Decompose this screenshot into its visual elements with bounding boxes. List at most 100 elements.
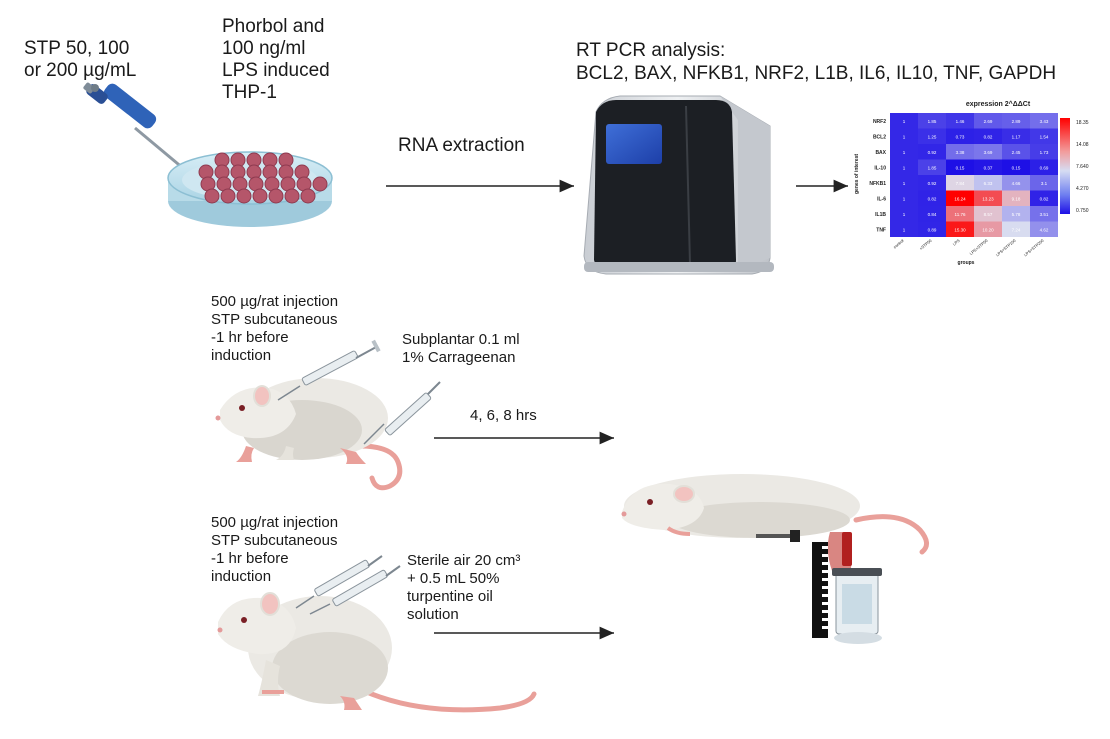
heatmap-cell bbox=[1002, 206, 1030, 222]
heatmap-cell bbox=[1030, 175, 1058, 191]
heatmap-value: 1 bbox=[903, 181, 906, 186]
heatmap-value: 13.23 bbox=[982, 196, 994, 201]
colorbar-tick-label: 18.35 bbox=[1076, 120, 1089, 126]
heatmap-value: 1 bbox=[903, 119, 906, 124]
ruler-tick bbox=[822, 594, 828, 597]
heatmap-col-label: control bbox=[892, 238, 904, 250]
heatmap-cell bbox=[918, 144, 946, 160]
heatmap-value: 1 bbox=[903, 227, 906, 232]
heatmap-value: 9.18 bbox=[1012, 196, 1021, 201]
heatmap-cell bbox=[1002, 128, 1030, 144]
heatmap-value: 0.82 bbox=[984, 134, 993, 139]
ruler-tick bbox=[822, 546, 828, 549]
heatmap-cell bbox=[890, 206, 918, 222]
heatmap-cell bbox=[946, 221, 974, 237]
heatmap-cell bbox=[890, 128, 918, 144]
heatmap-cell bbox=[946, 144, 974, 160]
heatmap-cell bbox=[946, 206, 974, 222]
heatmap-cell bbox=[974, 113, 1002, 129]
heatmap-cell bbox=[890, 113, 918, 129]
ruler-tick bbox=[822, 618, 828, 621]
heatmap-cell bbox=[974, 159, 1002, 175]
heatmap-value: 2.69 bbox=[984, 119, 993, 124]
colorbar-tick-label: 7.640 bbox=[1076, 164, 1089, 170]
heatmap-row-label: TNF bbox=[876, 227, 886, 233]
heatmap-cell bbox=[918, 206, 946, 222]
heatmap-value: 0.82 bbox=[1040, 196, 1049, 201]
carrageenan-induction-label: Subplantar 0.1 ml 1% Carrageenan bbox=[402, 331, 520, 366]
ruler-tick bbox=[822, 554, 828, 557]
cell-icon bbox=[204, 188, 220, 204]
time-points-label: 4, 6, 8 hrs bbox=[470, 407, 537, 424]
heatmap-row-label: NRF2 bbox=[873, 119, 886, 125]
heatmap-value: 1.46 bbox=[956, 119, 965, 124]
heatmap-value: 0.84 bbox=[928, 212, 937, 217]
heatmap-value: 16.24 bbox=[954, 196, 966, 201]
heatmap-cell bbox=[1002, 175, 1030, 191]
ruler-tick bbox=[822, 586, 828, 589]
heatmap-value: 1.17 bbox=[1012, 134, 1021, 139]
heatmap-cell bbox=[974, 144, 1002, 160]
heatmap-value: 0.15 bbox=[956, 165, 965, 170]
heatmap-cell bbox=[1030, 113, 1058, 129]
heatmap-value: 7.24 bbox=[1012, 227, 1021, 232]
heatmap-cell bbox=[1002, 159, 1030, 175]
thp1-induction-label: Phorbol and 100 ng/ml LPS induced THP-1 bbox=[222, 16, 330, 103]
ruler-tick bbox=[822, 610, 828, 613]
heatmap-cell bbox=[946, 113, 974, 129]
cell-icon bbox=[220, 188, 236, 204]
thp1-cells bbox=[198, 152, 328, 204]
heatmap-xlabel: groups bbox=[958, 260, 975, 266]
heatmap-cell bbox=[974, 128, 1002, 144]
colorbar-tick-label: 0.750 bbox=[1076, 208, 1089, 214]
heatmap-value: 7.84 bbox=[956, 181, 965, 186]
heatmap-cell bbox=[946, 175, 974, 191]
heatmap-cell bbox=[974, 190, 1002, 206]
pipette-icon bbox=[83, 82, 197, 181]
rat-carrageenan-icon bbox=[215, 378, 403, 491]
rtpcr-genes: BCL2, BAX, NFKB1, NRF2, L1B, IL6, IL10, … bbox=[576, 63, 1057, 84]
heatmap-value: 1 bbox=[903, 134, 906, 139]
heatmap-cell bbox=[946, 128, 974, 144]
ruler-tick bbox=[822, 626, 828, 629]
heatmap-row-label: IL-10 bbox=[874, 165, 886, 171]
heatmap-cell bbox=[974, 206, 1002, 222]
cell-icon bbox=[268, 188, 284, 204]
heatmap-row-label: BAX bbox=[875, 150, 886, 156]
heatmap-value: 2.45 bbox=[1012, 150, 1021, 155]
cell-icon bbox=[236, 188, 252, 204]
heatmap-row-label: IL-6 bbox=[877, 196, 886, 202]
heatmap-cell bbox=[1002, 190, 1030, 206]
heatmap-value: 8.57 bbox=[984, 212, 993, 217]
heatmap-cell bbox=[890, 190, 918, 206]
ruler-tick bbox=[822, 562, 828, 565]
rt-pcr-machine-icon bbox=[583, 95, 774, 275]
heatmap-cell bbox=[918, 113, 946, 129]
heatmap-value: 15.30 bbox=[954, 227, 966, 232]
heatmap-cell bbox=[918, 190, 946, 206]
heatmap-cell bbox=[1002, 113, 1030, 129]
cell-icon bbox=[312, 176, 328, 192]
heatmap-value: 0.37 bbox=[984, 165, 993, 170]
heatmap-ylabel: genes of interest bbox=[854, 154, 860, 194]
heatmap-row-label: IL1B bbox=[875, 212, 886, 218]
heatmap-cell bbox=[918, 128, 946, 144]
heatmap-col-label: +STP50 bbox=[918, 237, 933, 251]
heatmap-value: 1.73 bbox=[1040, 150, 1049, 155]
heatmap-value: 2.89 bbox=[1012, 119, 1021, 124]
heatmap-value: 0.89 bbox=[928, 227, 937, 232]
heatmap-value: 0.92 bbox=[928, 150, 937, 155]
heatmap-cell bbox=[1030, 144, 1058, 160]
heatmap-title: expression 2^ΔΔCt bbox=[966, 100, 1031, 108]
heatmap-cell bbox=[1030, 190, 1058, 206]
heatmap-value: 0.92 bbox=[928, 181, 937, 186]
heatmap-value: 0.69 bbox=[1040, 165, 1049, 170]
heatmap-value: 1 bbox=[903, 212, 906, 217]
heatmap-cell bbox=[974, 175, 1002, 191]
turpentine-induction-label: Sterile air 20 cm³ + 0.5 mL 50% turpenti… bbox=[407, 552, 521, 623]
heatmap-value: 3.1 bbox=[1041, 181, 1048, 186]
syringe-icon bbox=[295, 555, 383, 609]
heatmap-value: 6.33 bbox=[984, 181, 993, 186]
cell-icon bbox=[300, 188, 316, 204]
